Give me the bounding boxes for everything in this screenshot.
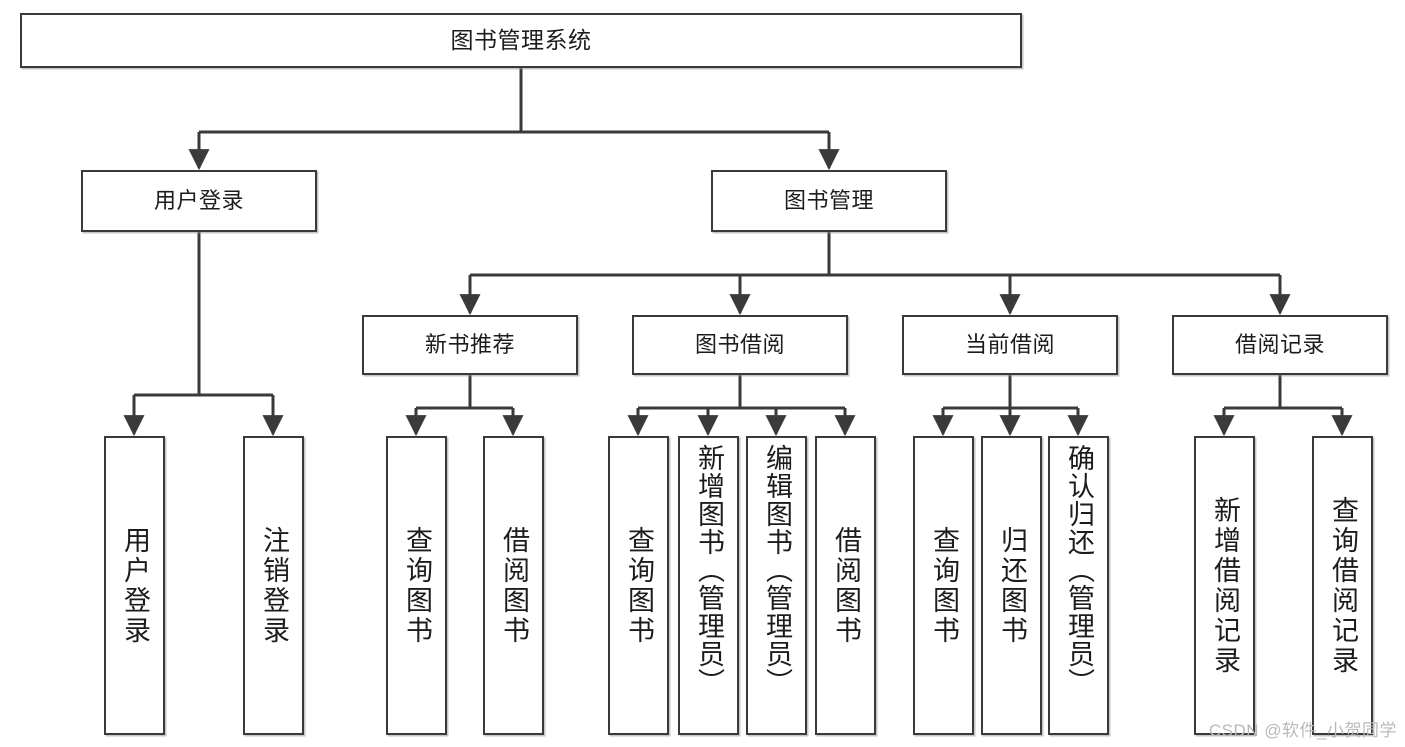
node-label: 用户登录 — [153, 188, 244, 214]
leaf-add-borrow-record[interactable]: 新增借阅记录 — [1194, 436, 1255, 735]
leaf-borrow-book-recommend[interactable]: 借阅图书 — [483, 436, 544, 735]
node-label: 新增借阅记录 — [1210, 495, 1240, 676]
node-user-login[interactable]: 用户登录 — [81, 170, 317, 232]
node-label: 查询图书 — [402, 525, 432, 646]
node-label: 用户登录 — [120, 525, 150, 646]
node-label: 查询图书 — [929, 525, 959, 646]
node-book-borrow[interactable]: 图书借阅 — [632, 315, 848, 375]
leaf-query-book-current[interactable]: 查询图书 — [913, 436, 974, 735]
leaf-logout[interactable]: 注销登录 — [243, 436, 304, 735]
node-label: 归还图书 — [997, 525, 1027, 646]
node-label: 借阅记录 — [1234, 332, 1325, 358]
node-label: 图书借阅 — [694, 332, 785, 358]
leaf-query-book-borrow[interactable]: 查询图书 — [608, 436, 669, 735]
node-label: 新增图书（管理员） — [694, 444, 724, 696]
node-label: 注销登录 — [259, 525, 289, 646]
node-label: 图书管理 — [783, 188, 874, 214]
node-label: 新书推荐 — [424, 332, 515, 358]
node-book-manage[interactable]: 图书管理 — [711, 170, 947, 232]
node-root-system[interactable]: 图书管理系统 — [20, 13, 1022, 68]
leaf-add-book-admin[interactable]: 新增图书（管理员） — [678, 436, 739, 735]
node-current-borrow[interactable]: 当前借阅 — [902, 315, 1118, 375]
node-label: 借阅图书 — [831, 525, 861, 646]
leaf-query-borrow-record[interactable]: 查询借阅记录 — [1312, 436, 1373, 735]
leaf-query-book-recommend[interactable]: 查询图书 — [386, 436, 447, 735]
node-label: 当前借阅 — [964, 332, 1055, 358]
node-label: 编辑图书（管理员） — [762, 444, 792, 696]
leaf-user-login[interactable]: 用户登录 — [104, 436, 165, 735]
node-new-book-recommend[interactable]: 新书推荐 — [362, 315, 578, 375]
node-label: 查询借阅记录 — [1328, 495, 1358, 676]
leaf-confirm-return-admin[interactable]: 确认归还（管理员） — [1048, 436, 1109, 735]
node-label: 借阅图书 — [499, 525, 529, 646]
leaf-return-book[interactable]: 归还图书 — [981, 436, 1042, 735]
leaf-borrow-book[interactable]: 借阅图书 — [815, 436, 876, 735]
node-label: 查询图书 — [624, 525, 654, 646]
node-label: 图书管理系统 — [450, 26, 592, 53]
watermark: CSDN @软件_小贺同学 — [1208, 721, 1397, 740]
leaf-edit-book-admin[interactable]: 编辑图书（管理员） — [746, 436, 807, 735]
node-borrow-record[interactable]: 借阅记录 — [1172, 315, 1388, 375]
node-label: 确认归还（管理员） — [1064, 444, 1094, 696]
